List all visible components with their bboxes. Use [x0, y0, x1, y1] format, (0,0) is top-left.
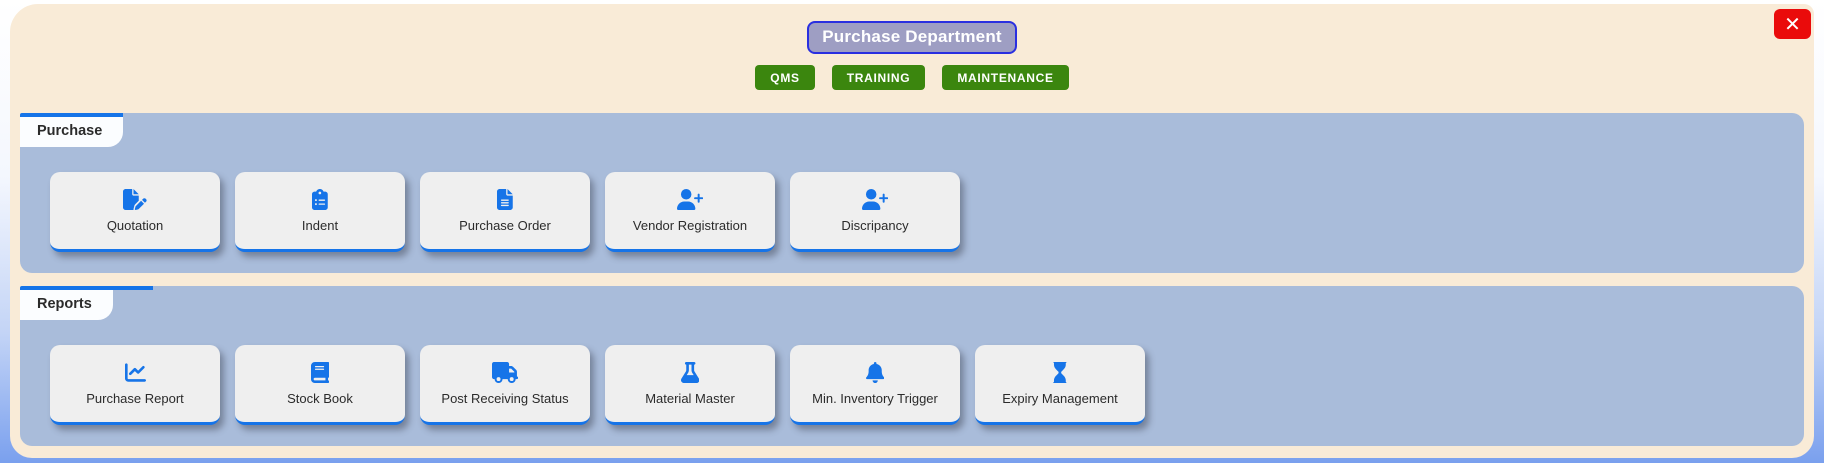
- nav-button-row: QMS TRAINING MAINTENANCE: [10, 65, 1814, 90]
- card-vendor-registration[interactable]: Vendor Registration: [605, 172, 775, 252]
- maintenance-button[interactable]: MAINTENANCE: [942, 65, 1069, 90]
- card-discripancy[interactable]: Discripancy: [790, 172, 960, 252]
- purchase-section-panel: Purchase Quotation Indent Purchase Order: [20, 113, 1804, 273]
- close-button[interactable]: ✕: [1774, 9, 1811, 39]
- qms-button[interactable]: QMS: [755, 65, 815, 90]
- card-indent[interactable]: Indent: [235, 172, 405, 252]
- card-stock-book[interactable]: Stock Book: [235, 345, 405, 425]
- card-label: Discripancy: [841, 217, 909, 233]
- user-plus-icon: [861, 188, 889, 210]
- card-label: Purchase Report: [86, 390, 184, 406]
- reports-cards-row: Purchase Report Stock Book Post Receivin…: [20, 320, 1804, 446]
- card-label: Vendor Registration: [632, 217, 748, 233]
- tab-purchase[interactable]: Purchase: [20, 113, 124, 147]
- file-pen-icon: [123, 188, 147, 210]
- book-icon: [310, 361, 330, 383]
- training-button[interactable]: TRAINING: [831, 65, 926, 90]
- flask-icon: [680, 361, 700, 383]
- user-plus-icon: [676, 188, 704, 210]
- card-label: Material Master: [645, 390, 735, 406]
- card-quotation[interactable]: Quotation: [50, 172, 220, 252]
- page-title: Purchase Department: [807, 21, 1017, 54]
- truck-icon: [491, 361, 519, 383]
- tab-reports[interactable]: Reports: [20, 286, 153, 320]
- header: Purchase Department: [10, 4, 1814, 54]
- bell-icon: [865, 361, 885, 383]
- card-purchase-report[interactable]: Purchase Report: [50, 345, 220, 425]
- card-label: Min. Inventory Trigger: [812, 390, 938, 406]
- card-material-master[interactable]: Material Master: [605, 345, 775, 425]
- card-label: Quotation: [106, 217, 164, 233]
- card-post-receiving-status[interactable]: Post Receiving Status: [420, 345, 590, 425]
- card-label: Indent: [301, 217, 339, 233]
- reports-section-panel: Reports Purchase Report Stock Book Post …: [20, 286, 1804, 446]
- chart-line-icon: [124, 362, 146, 383]
- card-purchase-order[interactable]: Purchase Order: [420, 172, 590, 252]
- purchase-department-window: ✕ Purchase Department QMS TRAINING MAINT…: [10, 4, 1814, 458]
- card-label: Purchase Order: [459, 217, 551, 233]
- file-lines-icon: [497, 188, 513, 210]
- clipboard-list-icon: [312, 188, 328, 210]
- card-label: Post Receiving Status: [441, 390, 569, 406]
- card-label: Expiry Management: [1002, 390, 1118, 406]
- card-label: Stock Book: [287, 390, 353, 406]
- purchase-cards-row: Quotation Indent Purchase Order Vendor R…: [20, 147, 1804, 273]
- card-min-inventory-trigger[interactable]: Min. Inventory Trigger: [790, 345, 960, 425]
- hourglass-icon: [1052, 361, 1068, 383]
- card-expiry-management[interactable]: Expiry Management: [975, 345, 1145, 425]
